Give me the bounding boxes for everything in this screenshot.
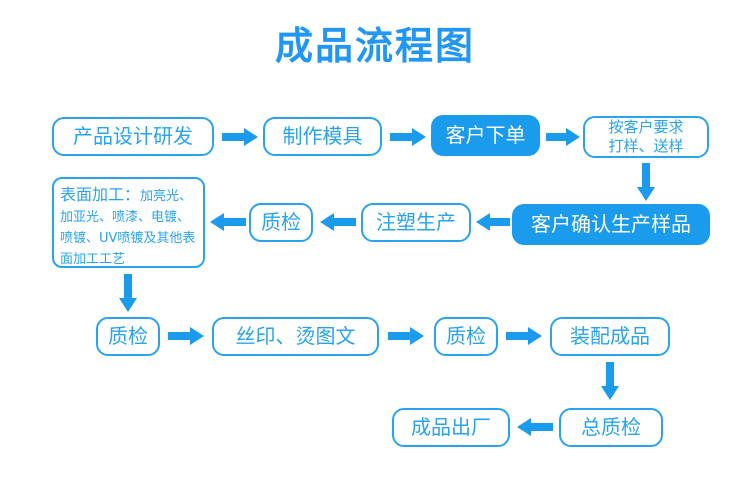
- node-qc-2-label: 质检: [108, 324, 148, 348]
- node-qc-3-label: 质检: [446, 324, 486, 348]
- node-injection-production-label: 注塑生产: [376, 210, 456, 234]
- node-make-mold[interactable]: 制作模具: [263, 117, 382, 156]
- arrow-surface-to-qc2: [119, 274, 137, 312]
- node-silk-print-label: 丝印、烫图文: [235, 324, 356, 348]
- node-customer-order-label: 客户下单: [445, 123, 526, 147]
- node-surface-processing-label: 表面加工：加亮光、 加亚光、喷漆、电镀、 喷镀、UV喷镀及其他表 面加工工艺: [54, 179, 203, 270]
- node-final-qc[interactable]: 总质检: [559, 408, 663, 447]
- arrow-confirm-to-injection: [476, 213, 510, 231]
- node-qc-1-label: 质检: [261, 210, 301, 234]
- node-product-design[interactable]: 产品设计研发: [52, 117, 214, 156]
- arrow-assemble-to-finalqc: [601, 362, 619, 400]
- node-surface-processing-rest: 加亮光、 加亚光、喷漆、电镀、 喷镀、UV喷镀及其他表 面加工工艺: [60, 189, 196, 267]
- arrow-order-to-sampling: [546, 128, 580, 146]
- arrow-mold-to-order: [390, 128, 426, 146]
- node-confirm-sample[interactable]: 客户确认生产样品: [512, 204, 710, 245]
- node-customer-order[interactable]: 客户下单: [431, 115, 540, 156]
- arrow-qc3-to-assemble: [506, 327, 542, 345]
- arrow-design-to-mold: [222, 128, 258, 146]
- node-sampling-label: 按客户要求 打样、送样: [608, 118, 684, 155]
- node-qc-1[interactable]: 质检: [249, 203, 313, 242]
- node-surface-processing[interactable]: 表面加工：加亮光、 加亚光、喷漆、电镀、 喷镀、UV喷镀及其他表 面加工工艺: [52, 177, 205, 268]
- node-final-qc-label: 总质检: [581, 415, 641, 439]
- node-assemble-product-label: 装配成品: [570, 324, 650, 348]
- node-assemble-product[interactable]: 装配成品: [550, 317, 670, 356]
- node-surface-processing-lead: 表面加工：: [60, 185, 141, 204]
- node-confirm-sample-label: 客户确认生产样品: [531, 212, 691, 236]
- node-sampling[interactable]: 按客户要求 打样、送样: [583, 116, 709, 158]
- page-title: 成品流程图: [274, 24, 475, 68]
- node-shipment-label: 成品出厂: [411, 415, 491, 439]
- arrow-qc2-to-silkprint: [168, 327, 204, 345]
- node-silk-print[interactable]: 丝印、烫图文: [212, 317, 379, 356]
- node-qc-2[interactable]: 质检: [96, 317, 160, 356]
- node-qc-3[interactable]: 质检: [434, 317, 498, 356]
- node-make-mold-label: 制作模具: [282, 124, 363, 148]
- arrow-finalqc-to-shipment: [517, 418, 553, 436]
- node-product-design-label: 产品设计研发: [73, 124, 193, 148]
- arrow-qc1-to-surface: [210, 213, 246, 231]
- node-injection-production[interactable]: 注塑生产: [361, 203, 471, 242]
- node-shipment[interactable]: 成品出厂: [392, 408, 510, 447]
- arrow-silkprint-to-qc3: [388, 327, 424, 345]
- arrow-injection-to-qc1: [320, 213, 356, 231]
- arrow-sampling-to-confirm: [637, 163, 655, 201]
